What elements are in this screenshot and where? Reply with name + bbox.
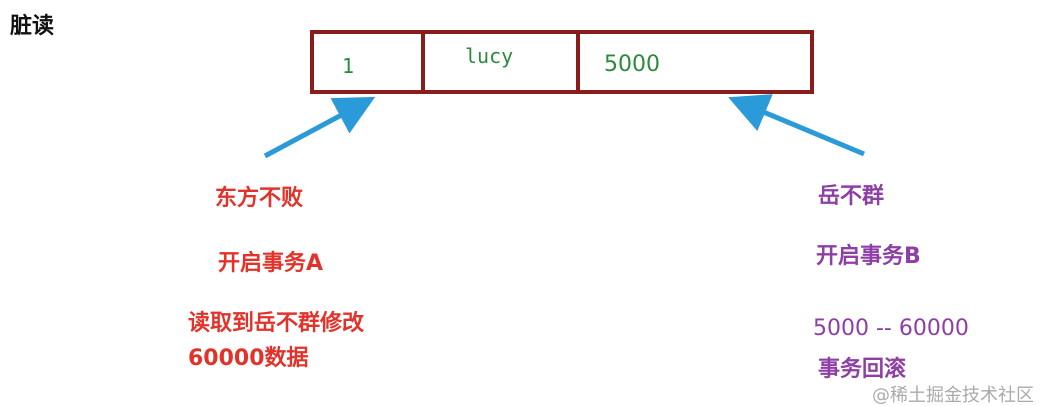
left-note-line2: 60000数据 (188, 346, 309, 371)
cell-amount: 5000 (604, 52, 660, 77)
right-user-name: 岳不群 (818, 184, 885, 209)
right-change: 5000 -- 60000 (813, 316, 969, 341)
cell-id: 1 (314, 34, 425, 90)
left-transaction: 开启事务A (218, 251, 324, 276)
right-result: 事务回滚 (818, 357, 907, 382)
left-user-name: 东方不败 (215, 186, 304, 211)
left-arrow-icon (263, 96, 376, 159)
cell-name: lucy (425, 34, 580, 90)
left-note-line1: 读取到岳不群修改 (188, 311, 365, 336)
right-arrow-icon (728, 94, 865, 157)
data-row: 1 lucy 5000 (310, 30, 814, 94)
right-transaction: 开启事务B (816, 244, 921, 269)
diagram-title: 脏读 (10, 14, 55, 39)
watermark: @稀土掘金技术社区 (872, 385, 1034, 406)
